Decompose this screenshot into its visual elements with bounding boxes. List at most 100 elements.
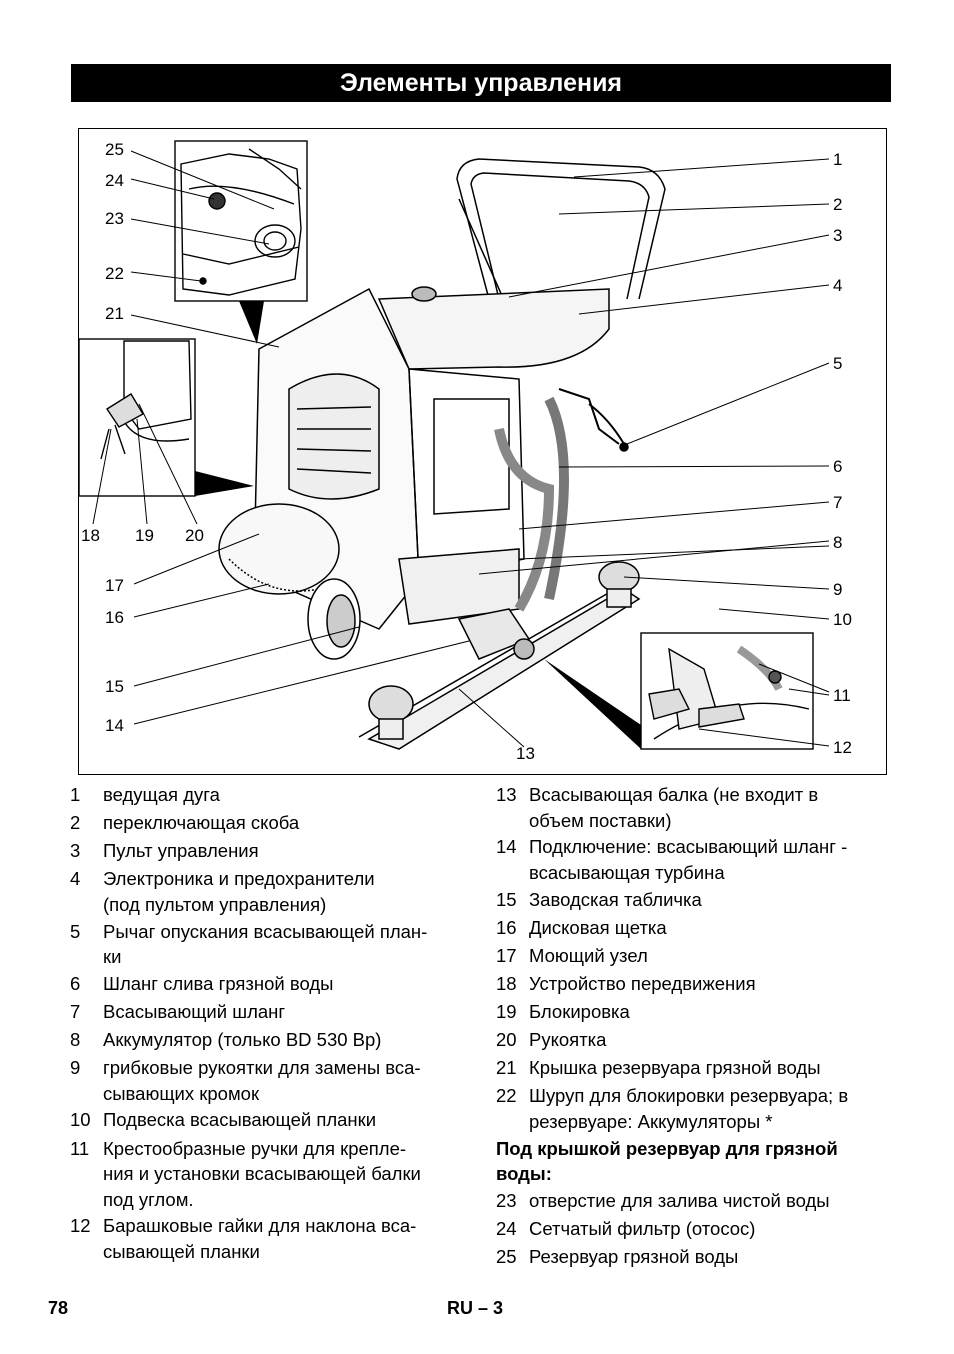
- callout-8: 8: [833, 533, 842, 552]
- legend-item: 21 Крышка резервуара грязной воды: [496, 1055, 896, 1082]
- legend-text: Моющий узел: [529, 944, 648, 966]
- callout-7: 7: [833, 493, 842, 512]
- legend-item: 17 Моющий узел: [496, 943, 896, 970]
- legend-item: 13 Всасывающая балка (не входит в объем п…: [496, 782, 896, 833]
- legend-number: 10: [70, 1109, 91, 1131]
- legend-text: Сетчатый фильтр (отосос): [529, 1217, 756, 1239]
- legend-item: 5 Рычаг опускания всасывающей план- ки: [70, 919, 470, 970]
- callout-10: 10: [833, 610, 852, 629]
- legend-text: Крышка резервуара грязной воды: [529, 1057, 821, 1079]
- legend-number: 21: [496, 1057, 517, 1079]
- callout-23: 23: [105, 209, 124, 228]
- inset-pointer-handle: [195, 471, 254, 496]
- callout-16: 16: [105, 608, 124, 627]
- legend-text: Пульт управления: [103, 840, 259, 862]
- legend-number: 6: [70, 972, 81, 994]
- callout-3: 3: [833, 226, 842, 245]
- callout-18: 18: [81, 526, 100, 545]
- legend-text: отверстие для залива чистой воды: [529, 1189, 830, 1211]
- legend-text: Всасывающий шланг: [103, 1000, 286, 1022]
- legend-number: 3: [70, 840, 81, 862]
- legend-item: 6 Шланг слива грязной воды: [70, 971, 470, 998]
- callout-20: 20: [185, 526, 204, 545]
- legend-text: Шуруп для блокировки резервуара; в резер…: [529, 1085, 849, 1132]
- legend-text: Всасывающая балка (не входит в объем пос…: [529, 784, 819, 831]
- legend-number: 9: [70, 1057, 81, 1079]
- legend-item: 19 Блокировка: [496, 999, 896, 1026]
- callout-15: 15: [105, 677, 124, 696]
- callout-1: 1: [833, 150, 842, 169]
- callout-21: 21: [105, 304, 124, 323]
- legend-text: Заводская табличка: [529, 888, 702, 910]
- callout-19: 19: [135, 526, 154, 545]
- legend-text: Рукоятка: [529, 1029, 607, 1051]
- legend-text: Подключение: всасывающий шланг - всасыва…: [529, 836, 848, 883]
- legend-text: Подвеска всасывающей планки: [103, 1109, 377, 1131]
- callout-9: 9: [833, 580, 842, 599]
- callout-24: 24: [105, 171, 124, 190]
- callout-25: 25: [105, 140, 124, 159]
- legend-text: Рычаг опускания всасывающей план- ки: [103, 920, 428, 968]
- page-title: Элементы управления: [71, 64, 891, 102]
- callout-12: 12: [833, 738, 852, 757]
- legend-item: 22 Шуруп для блокировки резервуара; в рез…: [496, 1083, 896, 1134]
- legend-text: Электроника и предохранители (под пульто…: [103, 868, 375, 915]
- legend-text: Устройство передвижения: [529, 972, 756, 994]
- callout-13: 13: [516, 744, 535, 763]
- callout-6: 6: [833, 457, 842, 476]
- squeegee-knob-right: [598, 561, 640, 608]
- callout-5: 5: [833, 354, 842, 373]
- legend-text: переключающая скоба: [103, 812, 300, 834]
- legend-number: 1: [70, 784, 81, 805]
- legend-item: 1 ведущая дуга: [70, 782, 470, 809]
- legend-number: 13: [496, 784, 517, 805]
- legend-number: 14: [496, 836, 517, 858]
- legend-item: 14 Подключение: всасывающий шланг - всасы…: [496, 834, 896, 885]
- legend-number: 4: [70, 868, 81, 890]
- legend-number: 22: [496, 1085, 517, 1107]
- legend-right-column: 13 Всасывающая балка (не входит в объем п…: [496, 782, 896, 1272]
- callout-17: 17: [105, 576, 124, 595]
- legend-text: Шланг слива грязной воды: [103, 972, 334, 994]
- legend-number: 11: [70, 1137, 90, 1159]
- callout-22: 22: [105, 264, 124, 283]
- inset-pointer-tank: [239, 301, 264, 344]
- machine-diagram: 25 24 23 22 21 1 2 3 4 5 6 7 8 9 10 11 1…: [78, 128, 887, 775]
- legend-item: 16 Дисковая щетка: [496, 915, 896, 942]
- legend-text: Блокировка: [529, 1000, 630, 1022]
- legend-number: 5: [70, 920, 81, 942]
- legend-number: 19: [496, 1000, 517, 1022]
- legend-number: 16: [496, 916, 517, 938]
- legend-number: 23: [496, 1189, 517, 1211]
- callout-4: 4: [833, 276, 842, 295]
- legend-text: Аккумулятор (только BD 530 Bp): [103, 1029, 382, 1051]
- legend-text: ведущая дуга: [103, 784, 220, 805]
- legend-text: Барашковые гайки для наклона вса- сывающ…: [103, 1215, 417, 1262]
- legend-text: грибковые рукоятки для замены вса- сываю…: [103, 1057, 421, 1104]
- callout-14: 14: [105, 716, 124, 735]
- legend-item: 10 Подвеска всасывающей планки: [70, 1107, 470, 1134]
- page-number: 78: [48, 1298, 69, 1318]
- callout-11: 11: [833, 686, 851, 705]
- legend-number: 17: [496, 944, 517, 966]
- callout-2: 2: [833, 195, 842, 214]
- legend-subheading: Под крышкой резервуар для грязной воды:: [496, 1137, 838, 1185]
- legend-item: 3 Пульт управления: [70, 838, 470, 865]
- legend-text: Резервуар грязной воды: [529, 1245, 739, 1267]
- scrubber-drawing: 25 24 23 22 21 1 2 3 4 5 6 7 8 9 10 11 1…: [79, 140, 852, 763]
- squeegee-knob-left: [368, 685, 414, 740]
- legend-item: 4 Электроника и предохранители (под пульт…: [70, 866, 470, 917]
- inset-pointer-squeegee: [544, 659, 641, 749]
- legend-text: Дисковая щетка: [529, 916, 667, 938]
- callout-numbers: 25 24 23 22 21 1 2 3 4 5 6 7 8 9 10 11 1…: [81, 140, 852, 763]
